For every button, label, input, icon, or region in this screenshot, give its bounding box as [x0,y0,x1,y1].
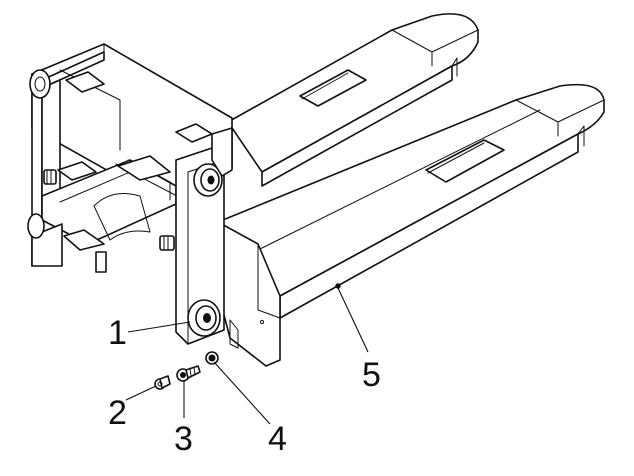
part-3-bolt [176,365,201,382]
callout-1: 1 [108,314,127,352]
right-fork [217,83,605,319]
callout-3: 3 [174,420,193,458]
leader-1 [127,321,191,333]
leader-2 [125,385,157,401]
callout-2: 2 [108,394,127,432]
bottom-roller [187,299,221,337]
left-fork [227,13,479,187]
leader-4 [213,361,271,425]
side-plate [175,127,233,345]
top-roller [193,163,223,197]
hardware-parts [154,351,219,390]
part-4-nut [205,351,219,365]
part-2-bolt [154,375,171,390]
leader-lines [125,287,369,425]
leader-5 [337,287,369,353]
callout-5: 5 [362,356,381,394]
callout-labels: 1 2 3 4 5 [108,314,381,458]
callout-4: 4 [268,420,287,458]
fork-hole-marker [335,283,341,289]
